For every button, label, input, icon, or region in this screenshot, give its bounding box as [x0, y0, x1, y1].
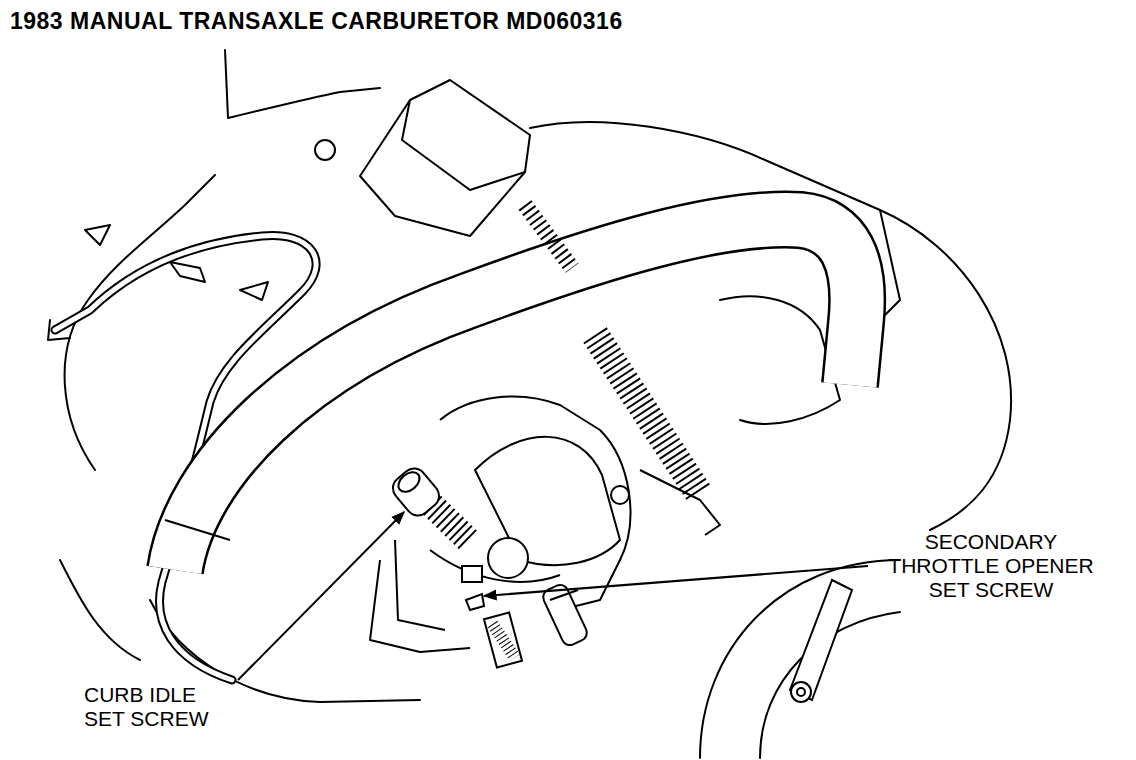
diagram-title: 1983 MANUAL TRANSAXLE CARBURETOR MD06031… — [10, 8, 623, 34]
carburetor-body — [370, 397, 720, 652]
mounting-screw — [541, 582, 590, 647]
screw-spring — [432, 505, 468, 540]
arm-eye — [791, 682, 811, 702]
pivot — [611, 486, 629, 504]
arm-hole — [797, 688, 805, 696]
wire-outline — [55, 235, 316, 680]
engine-outline — [170, 262, 205, 282]
leader-lines — [238, 512, 868, 680]
engine-outline — [700, 560, 900, 758]
engine-outline — [65, 175, 215, 470]
leader-line — [484, 566, 868, 596]
screw-head — [388, 464, 444, 521]
engine-outline — [240, 282, 268, 300]
bolt — [315, 140, 335, 160]
link-rod — [640, 470, 720, 535]
hose-band — [165, 520, 230, 540]
callout-label: SECONDARY THROTTLE OPENER SET SCREW — [877, 530, 1105, 602]
screw-head-top — [395, 468, 424, 496]
hose — [165, 220, 857, 570]
vacuum-line — [395, 540, 445, 630]
engine-outline — [60, 560, 140, 660]
coil-spring — [525, 205, 572, 268]
curb-idle-screw — [388, 464, 468, 540]
throttle-arm — [790, 580, 852, 702]
hose-outline — [175, 220, 857, 570]
engine-outline — [85, 225, 110, 245]
background-outlines — [48, 50, 1011, 758]
leader-line — [238, 512, 404, 680]
engine-outline — [720, 296, 840, 424]
wire — [55, 235, 316, 680]
vacuum-line — [370, 560, 470, 652]
callout-label: CURB IDLE SET SCREW — [84, 683, 234, 731]
secondary-throttle-opener — [462, 538, 589, 668]
hose-clamp — [360, 80, 530, 236]
hose-fill — [175, 220, 857, 570]
wire-fill — [55, 235, 316, 680]
clamp-box — [360, 80, 530, 236]
lock-nut — [466, 594, 484, 610]
threaded-screw — [484, 612, 522, 667]
screw-thread — [493, 621, 515, 661]
throttle-body — [440, 397, 630, 610]
clamp-edge — [402, 100, 525, 190]
opener-ring — [488, 538, 528, 578]
engine-outline — [225, 50, 380, 118]
opener-screw — [462, 566, 482, 582]
